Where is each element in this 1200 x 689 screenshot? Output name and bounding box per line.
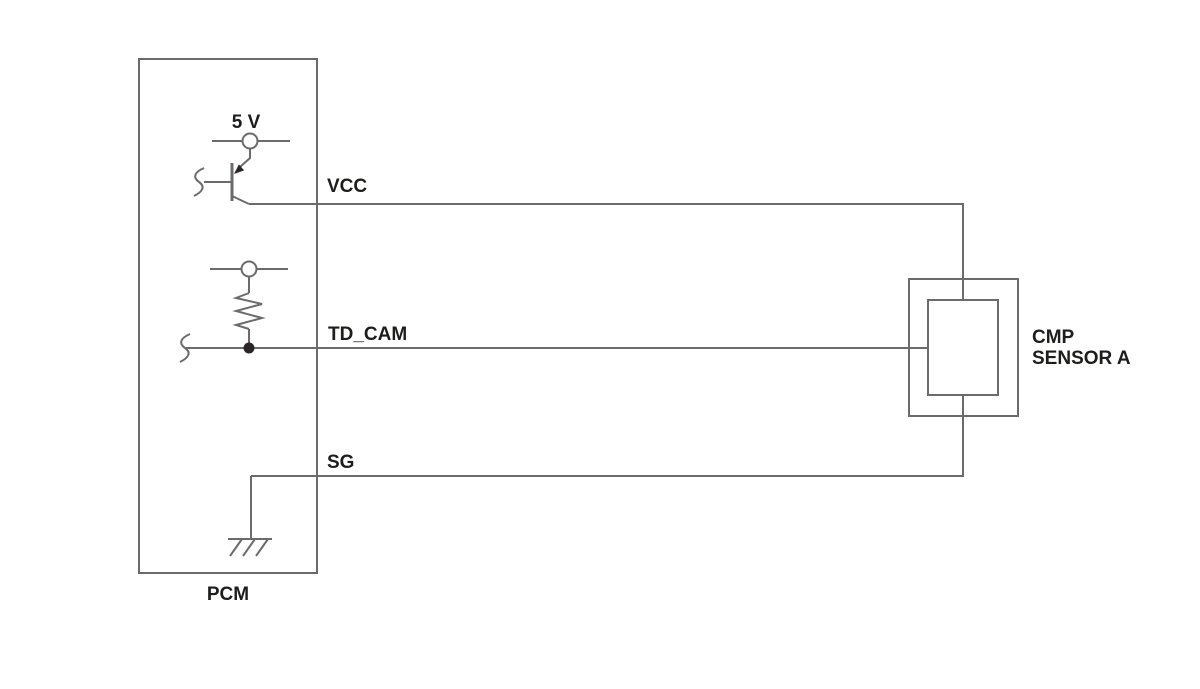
pcm-label: PCM (207, 584, 249, 605)
open-terminal-icon (241, 132, 259, 150)
cmp-sensor-label-line2: SENSOR A (1032, 348, 1131, 369)
transistor-icon (193, 149, 251, 205)
supply-5v-terminal (212, 132, 290, 150)
cmp-sensor-inner-box (927, 299, 999, 396)
vcc-label: VCC (327, 176, 367, 197)
sg-label: SG (327, 452, 354, 473)
td-cam-label: TD_CAM (328, 324, 407, 345)
open-terminal-icon (240, 260, 258, 278)
resistor-icon (232, 276, 266, 348)
transistor-emitter-arrow-icon (234, 164, 245, 174)
junction-dot (243, 342, 255, 354)
resistor-zigzag (232, 292, 266, 330)
pullup-terminal (210, 260, 288, 278)
ground-hatch (255, 538, 269, 557)
supply-5v-label: 5 V (232, 112, 261, 133)
wire-break-icon (179, 333, 191, 363)
vcc-wire (249, 203, 964, 300)
transistor-collector-lead (231, 195, 250, 205)
sg-wire (251, 395, 964, 477)
wire-break-icon (193, 167, 205, 197)
ground-hatch (229, 538, 243, 557)
cmp-sensor-label-line1: CMP (1032, 327, 1075, 348)
pcm-box (138, 58, 318, 574)
ground-icon (228, 476, 272, 557)
transistor-emitter-lead (239, 149, 251, 168)
ground-hatch (242, 538, 256, 557)
